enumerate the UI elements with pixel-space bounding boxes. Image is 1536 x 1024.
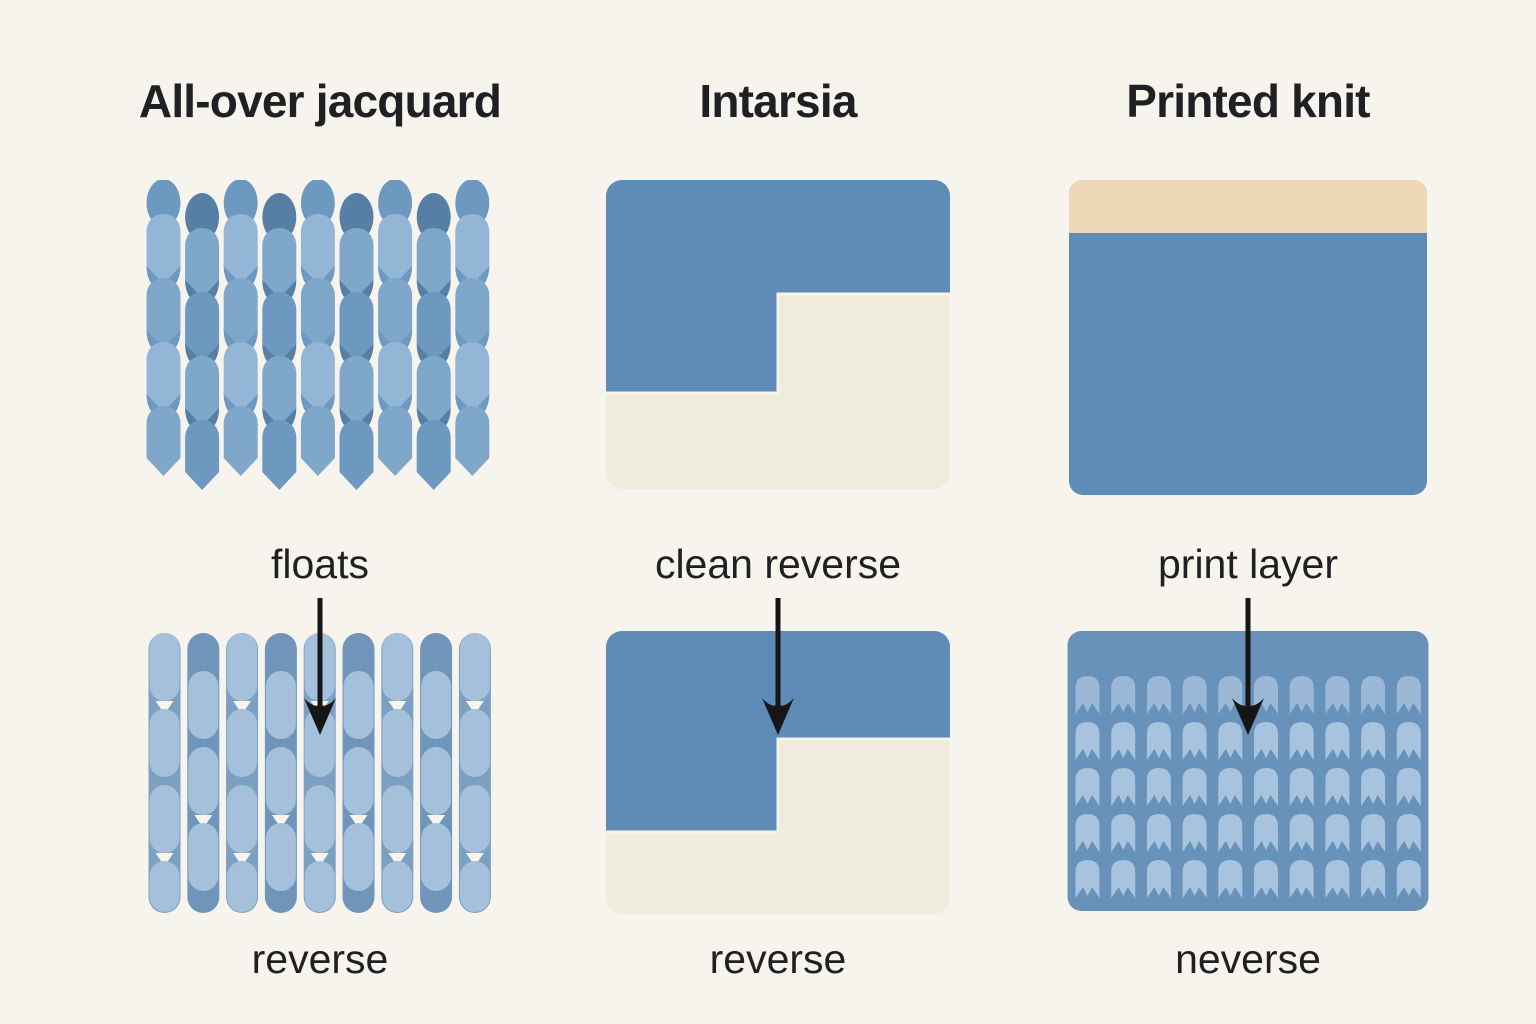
bottom-label: neverse xyxy=(1175,936,1321,982)
printed-front-swatch xyxy=(1069,180,1427,495)
jacquard-reverse-swatch xyxy=(148,631,493,916)
column-printed-knit: Printed knit print layer neverse xyxy=(1018,0,1478,1024)
jacquard-front-swatch xyxy=(146,180,494,498)
column-title: Intarsia xyxy=(699,75,857,127)
callout-label: print layer xyxy=(1157,541,1338,587)
bottom-label: reverse xyxy=(709,936,847,982)
down-arrow-icon xyxy=(756,596,800,736)
column-title: Printed knit xyxy=(1126,75,1370,127)
callout-label: clean reverse xyxy=(654,541,902,587)
callout-label: floats xyxy=(271,541,369,587)
bottom-label: reverse xyxy=(251,936,389,982)
down-arrow-icon xyxy=(298,596,342,736)
column-intarsia: Intarsia clean reverse reverse xyxy=(548,0,1008,1024)
column-all-over-jacquard: All-over jacquard floats reverse xyxy=(90,0,550,1024)
column-title: All-over jacquard xyxy=(138,75,502,127)
down-arrow-icon xyxy=(1226,596,1270,736)
intarsia-front-swatch xyxy=(606,180,950,489)
